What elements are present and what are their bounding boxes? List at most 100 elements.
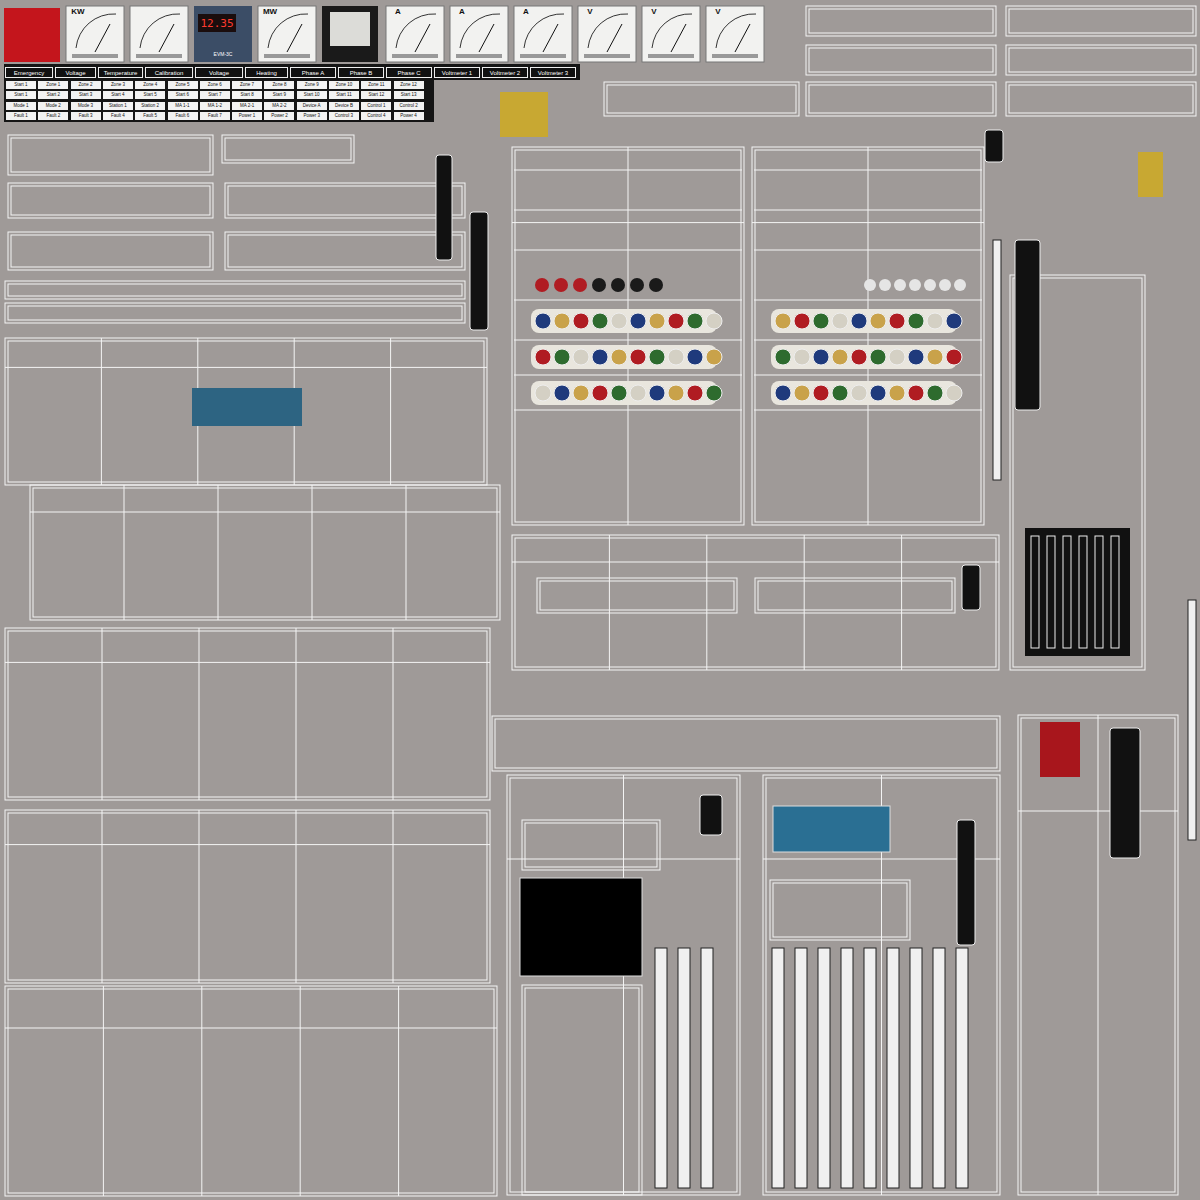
rail [933, 948, 945, 1188]
label-box: MA 1-1 [168, 102, 198, 110]
button-label: Control 2 [399, 104, 417, 109]
red-part [1040, 722, 1080, 777]
label-box: Start 3 [71, 91, 101, 99]
button [954, 279, 966, 291]
label-box: 12.35 [198, 14, 236, 32]
label-box: MA 1-2 [200, 102, 230, 110]
button [535, 278, 549, 292]
button-label: Zone 9 [305, 83, 319, 88]
terminal [1095, 536, 1103, 648]
label-box: Start 10 [297, 91, 327, 99]
label-box: Mode 2 [38, 102, 68, 110]
button [924, 279, 936, 291]
button [630, 349, 646, 365]
button-label: Zone 6 [208, 83, 222, 88]
label-box: V [644, 7, 664, 17]
button-label: Start 1 [14, 83, 27, 88]
button [592, 278, 606, 292]
button-label: Zone 2 [79, 83, 93, 88]
button [630, 278, 644, 292]
label-box: Start 7 [200, 91, 230, 99]
meter-unit: V [651, 8, 656, 16]
button-label: MA 1-2 [208, 104, 222, 109]
button [851, 349, 867, 365]
label-box: Zone 7 [232, 81, 262, 89]
label-box: Control 2 [394, 102, 424, 110]
button [894, 279, 906, 291]
meter-face [258, 6, 316, 62]
display-text: EVM-3C [214, 52, 233, 57]
black-part [1015, 240, 1040, 410]
button-label: Start 2 [47, 93, 60, 98]
button-row [531, 381, 717, 405]
button-label: Mode 1 [13, 104, 28, 109]
label-box: Start 1 [6, 91, 36, 99]
label-box: Zone 11 [361, 81, 391, 89]
button [649, 278, 663, 292]
label-tag: Phase B [338, 67, 384, 78]
meter-unit: A [395, 8, 401, 16]
button [573, 349, 589, 365]
button [927, 349, 943, 365]
button [535, 349, 551, 365]
label-tag: Emergency [5, 67, 53, 78]
button [794, 385, 810, 401]
label-tag: Voltmeter 2 [482, 67, 528, 78]
button [611, 278, 625, 292]
tag-text: Emergency [14, 70, 44, 76]
rail [655, 948, 667, 1188]
tag-text: Voltmeter 3 [538, 70, 568, 76]
label-box: Zone 3 [103, 81, 133, 89]
label-box: KW [68, 7, 88, 17]
label-box: Zone 2 [71, 81, 101, 89]
terminal [1111, 536, 1119, 648]
label-box: Zone 8 [264, 81, 294, 89]
label-strip [434, 64, 580, 80]
digital-display [198, 14, 236, 32]
button [864, 279, 876, 291]
button [573, 385, 589, 401]
button-label: Zone 5 [175, 83, 189, 88]
tag-text: Temperature [104, 70, 138, 76]
button [946, 313, 962, 329]
button-label: Station 1 [109, 104, 127, 109]
rail [841, 948, 853, 1188]
button-label: Fault 4 [111, 114, 125, 119]
label-box: Power 2 [264, 112, 294, 120]
black-part [957, 820, 975, 945]
button [668, 349, 684, 365]
label-box: Start 12 [361, 91, 391, 99]
terminal [1031, 536, 1039, 648]
label-box: Fault 5 [135, 112, 165, 120]
label-tag: Voltage [195, 67, 243, 78]
button [851, 313, 867, 329]
tag-text: Calibration [155, 70, 184, 76]
meter-face [66, 6, 124, 62]
button [706, 385, 722, 401]
button-row [771, 345, 957, 369]
label-box: Power 4 [394, 112, 424, 120]
button-label: Start 1 [14, 93, 27, 98]
black-panel [520, 878, 642, 976]
digital-meter [194, 6, 252, 62]
button-label: Start 5 [144, 93, 157, 98]
button [927, 385, 943, 401]
button-label: Zone 4 [143, 83, 157, 88]
button [592, 385, 608, 401]
button [668, 313, 684, 329]
black-part [436, 155, 452, 260]
label-box: Zone 5 [168, 81, 198, 89]
label-box: Fault 6 [168, 112, 198, 120]
label-box: Device A [297, 102, 327, 110]
button [592, 349, 608, 365]
label-box: Start 11 [329, 91, 359, 99]
button-label: MA 1-1 [175, 104, 189, 109]
button [832, 385, 848, 401]
rail [864, 948, 876, 1188]
button-row [531, 345, 717, 369]
meter-unit: V [587, 8, 592, 16]
button [851, 385, 867, 401]
button [794, 349, 810, 365]
label-box: A [388, 7, 408, 17]
button [889, 349, 905, 365]
